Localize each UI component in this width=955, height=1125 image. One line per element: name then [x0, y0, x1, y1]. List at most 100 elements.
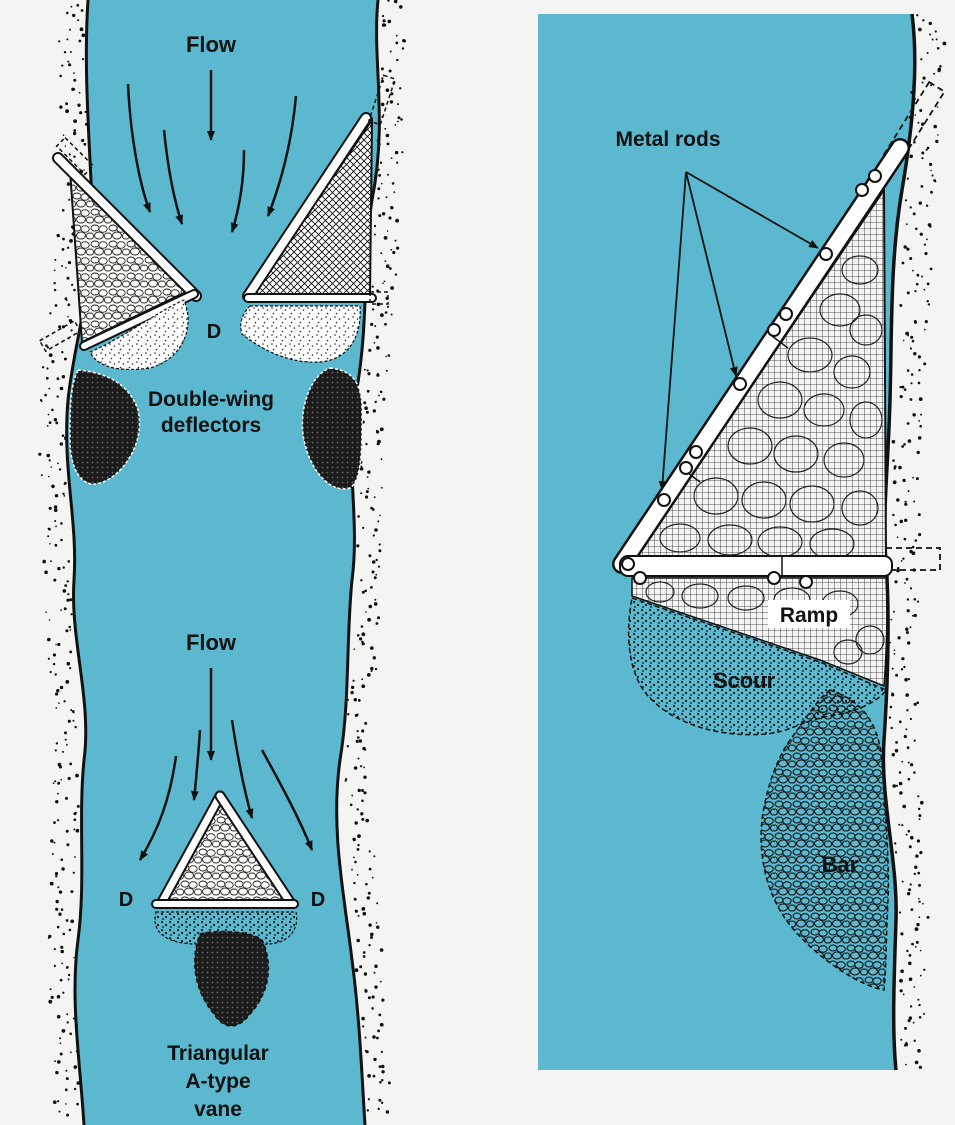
bank-sand-dot — [58, 913, 61, 916]
bank-sand-dot — [914, 866, 917, 869]
bank-sand-dot — [367, 1109, 369, 1111]
bank-sand-dot — [48, 658, 50, 660]
bank-sand-dot — [361, 907, 365, 911]
bank-sand-dot — [902, 805, 906, 809]
bank-sand-dot — [901, 824, 903, 826]
bank-sand-dot — [364, 369, 366, 371]
bank-sand-dot — [377, 197, 379, 199]
bank-sand-dot — [368, 923, 371, 926]
bank-sand-dot — [55, 872, 58, 875]
bank-sand-dot — [381, 103, 385, 107]
bank-sand-dot — [60, 979, 63, 982]
bank-sand-dot — [374, 972, 376, 974]
bank-sand-dot — [70, 890, 73, 893]
bank-sand-dot — [358, 915, 360, 917]
bank-sand-dot — [372, 571, 375, 574]
bank-sand-dot — [927, 300, 929, 302]
bank-sand-dot — [381, 67, 384, 70]
bank-sand-dot — [384, 323, 387, 326]
bank-sand-dot — [381, 77, 383, 79]
bank-sand-dot — [51, 996, 54, 999]
bank-sand-dot — [60, 539, 63, 542]
bank-sand-dot — [63, 933, 66, 936]
bank-sand-dot — [73, 957, 75, 959]
bank-sand-dot — [361, 729, 364, 732]
bank-sand-dot — [381, 1051, 383, 1053]
bank-sand-dot — [388, 20, 392, 24]
bank-sand-dot — [66, 1013, 68, 1015]
bank-sand-dot — [915, 927, 919, 931]
metal-rod-head — [856, 184, 868, 196]
bank-sand-dot — [401, 151, 403, 153]
bank-sand-dot — [60, 946, 63, 949]
bank-sand-dot — [403, 40, 406, 43]
bank-sand-dot — [932, 174, 934, 176]
bank-sand-dot — [59, 1037, 61, 1039]
bank-sand-dot — [48, 476, 50, 478]
bank-sand-dot — [373, 656, 376, 659]
bank-sand-dot — [77, 19, 79, 21]
bank-sand-dot — [376, 1037, 379, 1040]
bank-sand-dot — [42, 366, 44, 368]
bank-sand-dot — [906, 248, 909, 251]
bank-sand-dot — [370, 667, 373, 670]
bank-sand-dot — [369, 868, 372, 871]
bank-sand-dot — [894, 467, 896, 469]
bank-sand-dot — [61, 351, 63, 353]
bank-sand-dot — [393, 191, 395, 193]
bank-sand-dot — [53, 782, 55, 784]
bank-sand-dot — [370, 586, 373, 589]
bank-sand-dot — [62, 209, 65, 212]
bank-sand-dot — [355, 821, 358, 824]
bank-sand-dot — [392, 182, 395, 185]
bank-sand-dot — [922, 19, 924, 21]
bank-sand-dot — [64, 731, 67, 734]
bank-sand-dot — [908, 888, 911, 891]
bank-sand-dot — [905, 501, 907, 503]
bank-sand-dot — [55, 304, 58, 307]
bank-sand-dot — [356, 740, 359, 743]
bank-sand-dot — [359, 637, 362, 640]
bank-sand-dot — [62, 375, 65, 378]
bank-sand-dot — [59, 75, 62, 78]
bank-sand-dot — [382, 15, 384, 17]
bank-sand-dot — [402, 47, 404, 49]
bank-sand-dot — [376, 336, 379, 339]
bank-sand-dot — [913, 141, 916, 144]
bank-sand-dot — [892, 753, 895, 756]
bank-sand-dot — [929, 34, 931, 36]
bank-sand-dot — [59, 765, 62, 768]
bank-sand-dot — [69, 667, 71, 669]
bank-sand-dot — [901, 560, 903, 562]
bank-sand-dot — [368, 944, 370, 946]
bank-sand-dot — [909, 845, 912, 848]
bank-sand-dot — [892, 440, 896, 444]
bank-sand-dot — [380, 391, 383, 394]
bank-sand-dot — [914, 614, 917, 617]
bank-sand-dot — [376, 922, 378, 924]
bank-sand-dot — [378, 214, 381, 217]
bank-sand-dot — [399, 5, 403, 9]
bank-sand-dot — [354, 898, 357, 901]
metal-rod-head — [869, 170, 881, 182]
bank-sand-dot — [74, 856, 76, 858]
bank-sand-dot — [911, 373, 914, 376]
bank-sand-dot — [378, 395, 380, 397]
bank-sand-dot — [918, 382, 921, 385]
bank-sand-dot — [54, 520, 56, 522]
bank-sand-dot — [368, 554, 371, 557]
bank-sand-dot — [923, 1013, 925, 1015]
bank-sand-dot — [63, 589, 67, 593]
bank-sand-dot — [50, 671, 52, 673]
bank-sand-dot — [916, 941, 919, 944]
bank-sand-dot — [896, 785, 898, 787]
bank-sand-dot — [895, 741, 898, 744]
bank-sand-dot — [367, 470, 370, 473]
bank-sand-dot — [80, 27, 84, 31]
bank-sand-dot — [924, 252, 927, 255]
bank-sand-dot — [390, 100, 393, 103]
bank-sand-dot — [368, 1098, 370, 1100]
bank-sand-dot — [85, 123, 88, 126]
bank-sand-dot — [74, 726, 76, 728]
bank-sand-dot — [69, 651, 72, 654]
